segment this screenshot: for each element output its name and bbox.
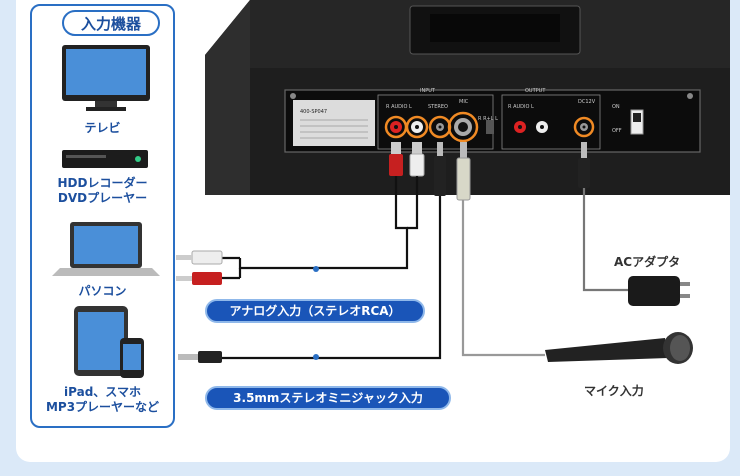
analog-input-label: アナログ入力（ステレオRCA） [205, 299, 425, 323]
device-label-laptop: パソコン [78, 284, 127, 298]
device-icons [52, 45, 160, 378]
off-label: OFF [612, 128, 622, 134]
mic-cable [461, 200, 545, 357]
rca-plug-white [409, 153, 425, 177]
mic-mono-label: MIC [459, 99, 469, 105]
input-header: INPUT [420, 88, 436, 94]
ac-adapter-icon [628, 276, 680, 306]
stereo-label: STEREO [428, 104, 448, 110]
r-audio-l-input: R AUDIO L [386, 104, 412, 110]
dc-cable [582, 188, 628, 292]
device-label-tv: テレビ [84, 121, 121, 135]
dc-plug [578, 158, 590, 188]
tv-icon [62, 45, 150, 111]
output-group-outline [501, 94, 601, 150]
mic-plug [456, 157, 471, 201]
device-label-recorder: HDDレコーダー DVDプレーヤー [57, 176, 148, 205]
left-minijack [198, 351, 222, 363]
minijack-input-label: 3.5mmステレオミニジャック入力 [205, 386, 451, 410]
on-label: ON [612, 104, 620, 110]
laptop-icon [52, 222, 160, 276]
rl-switch-label: R R+L L [478, 116, 498, 122]
ac-adapter-label: ACアダプタ [614, 255, 681, 269]
dc-jack-highlight [573, 116, 595, 138]
rca-cable [238, 176, 409, 270]
left-rca-white [191, 250, 223, 265]
output-header: OUTPUT [525, 88, 546, 94]
minijack-plug [434, 156, 446, 196]
model-text: 400-SP047 [300, 109, 327, 115]
rca-plug-red [389, 154, 403, 176]
dc-label: DC12V [578, 99, 596, 105]
handle-recess [430, 14, 560, 42]
r-audio-l-output: R AUDIO L [508, 104, 534, 110]
microphone-icon [545, 332, 693, 364]
mic-jack-highlight [447, 111, 479, 143]
spec-label [293, 100, 375, 146]
rca-l-highlight [405, 115, 429, 139]
minijack-cable [222, 196, 442, 360]
left-rca-red [192, 272, 222, 285]
mic-input-label: マイク入力 [584, 384, 644, 398]
input-devices-title: 入力機器 [62, 10, 160, 36]
tablet-phone-icon [74, 306, 144, 378]
recorder-icon [62, 150, 148, 168]
device-label-tablet: iPad、スマホ MP3プレーヤーなど [45, 385, 160, 414]
speaker-side [205, 0, 250, 195]
